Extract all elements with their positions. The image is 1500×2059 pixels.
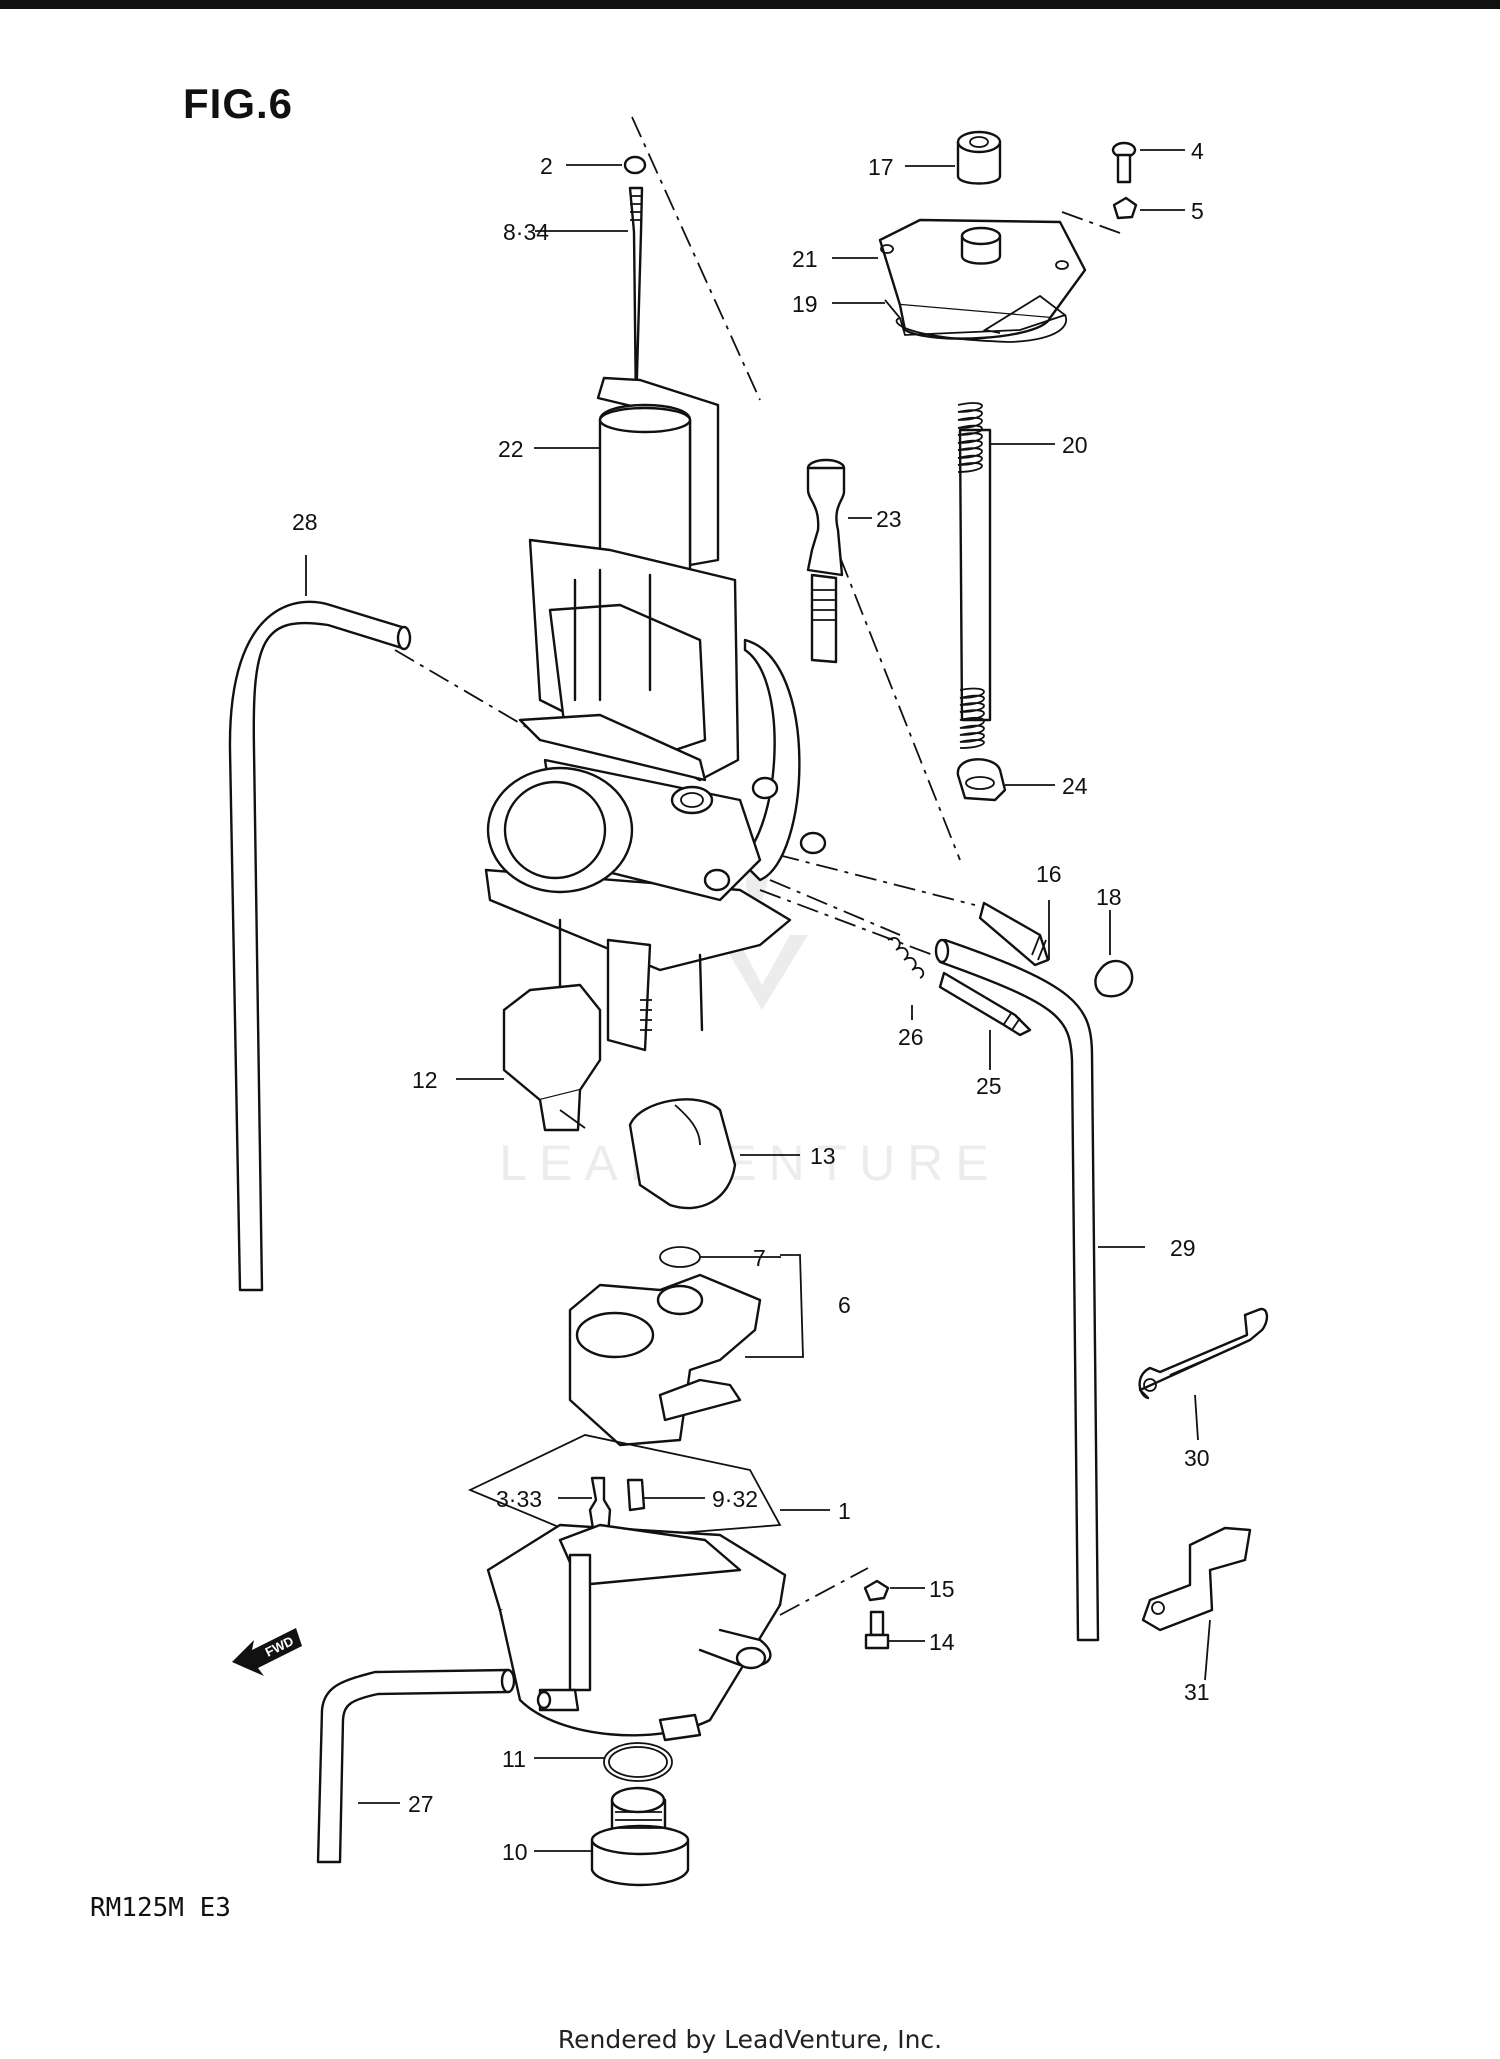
callout-14: 14 — [929, 1629, 955, 1655]
starter-plunger-23 — [806, 458, 846, 664]
o-ring-11 — [603, 1742, 673, 1782]
hose-27 — [316, 1668, 510, 1864]
hose-29 — [938, 938, 1100, 1642]
figure-title: FIG.6 — [183, 80, 294, 127]
callout-19: 19 — [792, 291, 818, 317]
callout-13: 13 — [810, 1143, 836, 1169]
callout-6: 6 — [838, 1292, 851, 1318]
washer-15 — [863, 1579, 890, 1602]
callout-10: 10 — [502, 1839, 528, 1865]
callout-26: 26 — [898, 1024, 924, 1050]
hose-29-end — [934, 938, 950, 964]
callout-28: 28 — [292, 509, 318, 535]
rubber-cap-13 — [628, 1098, 737, 1210]
jet-needle-8-34 — [628, 186, 644, 412]
callout-25: 25 — [976, 1073, 1002, 1099]
float-bowl — [486, 1523, 787, 1742]
callout-5: 5 — [1191, 198, 1204, 224]
clamp-31 — [1141, 1526, 1252, 1632]
callout-20: 20 — [1062, 432, 1088, 458]
callout-23: 23 — [876, 506, 902, 532]
callout-3-33: 3·33 — [496, 1486, 542, 1512]
callout-17: 17 — [868, 154, 894, 180]
model-code: RM125M E3 — [90, 1893, 231, 1923]
cap-12 — [502, 983, 602, 1102]
callout-29: 29 — [1170, 1235, 1196, 1261]
callout-9-32: 9·32 — [712, 1486, 758, 1512]
float-6 — [568, 1273, 762, 1447]
callout-12: 12 — [412, 1067, 438, 1093]
callout-16: 16 — [1036, 861, 1062, 887]
callout-7: 7 — [753, 1245, 766, 1271]
drain-plug-10 — [590, 1786, 690, 1887]
callout-31: 31 — [1184, 1679, 1210, 1705]
washer-5 — [1112, 196, 1138, 220]
spring-rod-20 — [957, 402, 992, 749]
callout-4: 4 — [1191, 138, 1204, 164]
throttle-valve-22 — [596, 376, 720, 588]
callout-24: 24 — [1062, 773, 1088, 799]
carburetor-body — [484, 538, 827, 1052]
needle-grooves — [630, 195, 642, 221]
callout-15: 15 — [929, 1576, 955, 1602]
nut-18 — [1094, 959, 1134, 998]
o-ring-7 — [659, 1246, 701, 1268]
callout-30: 30 — [1184, 1445, 1210, 1471]
callout-18: 18 — [1096, 884, 1122, 910]
top-border — [0, 0, 1500, 9]
screw-16 — [978, 901, 1050, 967]
footer-credit: Rendered by LeadVenture, Inc. — [557, 2025, 943, 2054]
callout-21: 21 — [792, 246, 818, 272]
screw-14 — [864, 1610, 890, 1650]
spring-clip-24 — [956, 758, 1007, 802]
callout-22: 22 — [498, 436, 524, 462]
top-cover-21 — [878, 218, 1087, 340]
hose-28-end — [396, 625, 412, 651]
hose-28 — [228, 600, 407, 1292]
leader-lines — [305, 149, 1211, 1852]
callout-labels: 2 8·34 22 28 23 17 4 5 21 19 20 24 16 18… — [292, 138, 1210, 1865]
callout-8-34: 8·34 — [503, 219, 549, 245]
callout-1: 1 — [838, 1498, 851, 1524]
callout-2: 2 — [540, 153, 553, 179]
fwd-arrow-icon: FWD — [232, 1628, 302, 1676]
clip-2 — [623, 155, 647, 175]
pilot-jet-9-32 — [626, 1478, 646, 1512]
clamp-30 — [1138, 1307, 1269, 1400]
cap-17 — [956, 130, 1002, 185]
spring-26 — [887, 937, 925, 979]
gasket-19 — [884, 294, 1067, 336]
callout-11: 11 — [502, 1746, 526, 1772]
screw-4 — [1111, 141, 1137, 184]
callout-27: 27 — [408, 1791, 434, 1817]
watermark-text: LEADVENTURE — [499, 1135, 1001, 1191]
